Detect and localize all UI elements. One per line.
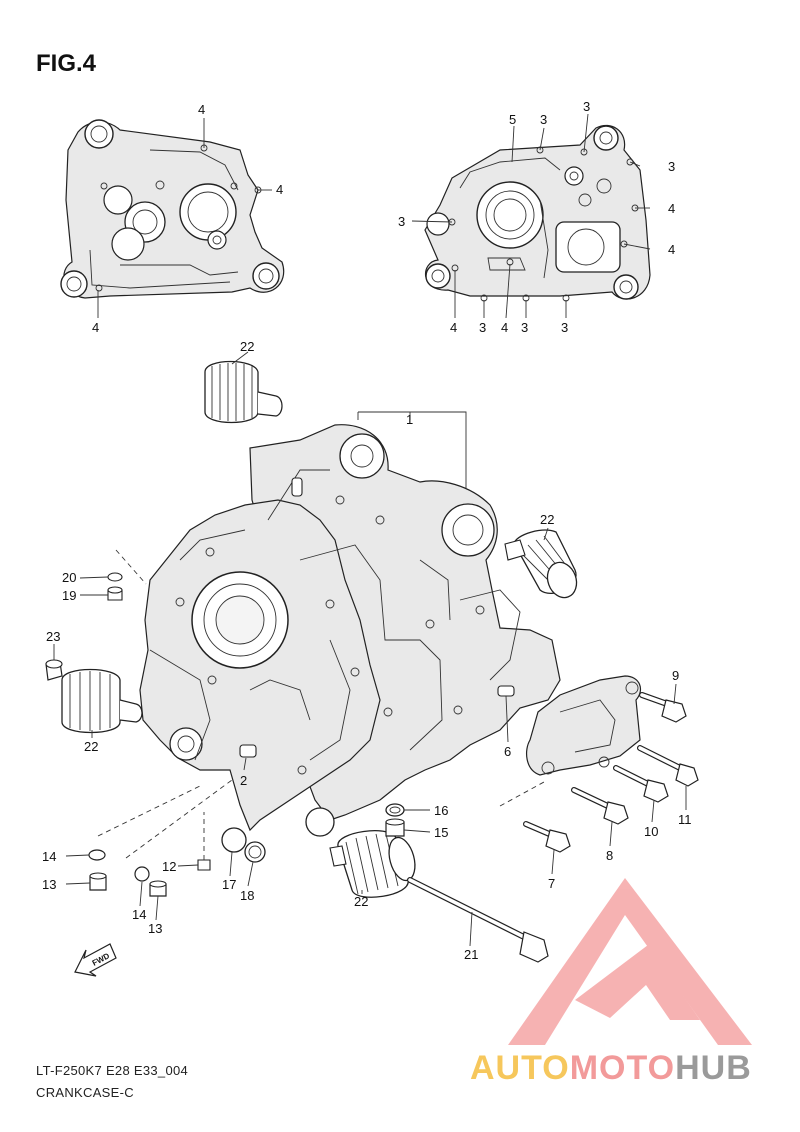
watermark-part-moto: MOTO bbox=[569, 1049, 676, 1087]
forward-direction-arrow-icon: FWD bbox=[74, 943, 117, 977]
crankcase-left-half-inner bbox=[60, 119, 285, 299]
callout-6: 6 bbox=[504, 744, 511, 759]
callout-12: 12 bbox=[162, 859, 176, 874]
bearing-bottom bbox=[329, 830, 416, 898]
callout-13-left: 13 bbox=[42, 877, 56, 892]
bolt-21-long bbox=[407, 877, 549, 963]
gasket-16 bbox=[385, 803, 405, 817]
callout-18: 18 bbox=[240, 888, 254, 903]
callout-11: 11 bbox=[678, 812, 692, 827]
bolt-10 bbox=[613, 765, 669, 803]
callout-14-right: 14 bbox=[132, 907, 146, 922]
callout-8: 8 bbox=[606, 848, 613, 863]
callout-21: 21 bbox=[464, 947, 478, 962]
callout-tr-3a: 3 bbox=[540, 112, 547, 127]
washer-14-left bbox=[88, 849, 106, 861]
callout-16: 16 bbox=[434, 803, 448, 818]
cap-17 bbox=[221, 827, 247, 853]
crankcase-assembly bbox=[139, 424, 561, 837]
callout-22-bottom: 22 bbox=[354, 894, 368, 909]
watermark-logo-mark bbox=[508, 878, 752, 1045]
figure-title: FIG.4 bbox=[36, 50, 97, 77]
bolt-9 bbox=[639, 692, 687, 723]
bolt-11 bbox=[637, 745, 699, 787]
bearing-left bbox=[61, 668, 143, 734]
bolt-13-right bbox=[149, 880, 167, 897]
callout-13-right: 13 bbox=[148, 921, 162, 936]
callout-tr-4c: 4 bbox=[450, 320, 457, 335]
callout-tr-4b: 4 bbox=[668, 242, 675, 257]
callout-22-top: 22 bbox=[240, 339, 254, 354]
bolt-7 bbox=[523, 821, 571, 853]
callout-tr-3d: 3 bbox=[398, 214, 405, 229]
watermark-logo-text: AUTOMOTOHUB bbox=[470, 1049, 752, 1088]
crankcase-right-half-inner bbox=[424, 124, 651, 302]
callout-tr-3f: 3 bbox=[521, 320, 528, 335]
callout-tr-3b: 3 bbox=[583, 99, 590, 114]
plug-23 bbox=[45, 659, 63, 681]
callout-23: 23 bbox=[46, 629, 60, 644]
pin-12 bbox=[197, 859, 211, 871]
bearing-right bbox=[504, 529, 578, 599]
callout-22-right: 22 bbox=[540, 512, 554, 527]
callout-tr-4a: 4 bbox=[668, 201, 675, 216]
bolt-8 bbox=[571, 787, 629, 825]
bolt-19 bbox=[107, 586, 123, 601]
bearing-top bbox=[204, 360, 283, 424]
leader-lines bbox=[53, 113, 687, 947]
washer-20 bbox=[107, 572, 123, 582]
callout-tl-4c: 4 bbox=[92, 320, 99, 335]
callout-22-left: 22 bbox=[84, 739, 98, 754]
crankcase-side-cover bbox=[525, 675, 642, 776]
callout-17: 17 bbox=[222, 877, 236, 892]
model-code: LT-F250K7 E28 E33_004 bbox=[36, 1063, 189, 1078]
callout-14-left: 14 bbox=[42, 849, 56, 864]
callout-1: 1 bbox=[406, 412, 413, 427]
callout-tr-4d: 4 bbox=[501, 320, 508, 335]
callout-20: 20 bbox=[62, 570, 76, 585]
washer-14-right bbox=[134, 866, 150, 882]
callout-tr-3c: 3 bbox=[668, 159, 675, 174]
callout-tr-3e: 3 bbox=[479, 320, 486, 335]
callout-10: 10 bbox=[644, 824, 658, 839]
callout-tr-3g: 3 bbox=[561, 320, 568, 335]
callout-9: 9 bbox=[672, 668, 679, 683]
callout-tl-4a: 4 bbox=[198, 102, 205, 117]
bolt-13-left bbox=[89, 872, 107, 891]
callout-2: 2 bbox=[240, 773, 247, 788]
callout-tr-5: 5 bbox=[509, 112, 516, 127]
callout-19: 19 bbox=[62, 588, 76, 603]
callout-labels: 4 4 4 5 3 3 3 3 4 4 4 3 4 3 3 22 1 22 20… bbox=[42, 99, 692, 962]
watermark-part-hub: HUB bbox=[675, 1049, 752, 1087]
oring-18 bbox=[244, 841, 266, 863]
callout-15: 15 bbox=[434, 825, 448, 840]
plug-15 bbox=[385, 818, 405, 837]
watermark-part-auto: AUTO bbox=[470, 1049, 570, 1087]
callout-7: 7 bbox=[548, 876, 555, 891]
group-name: CRANKCASE-C bbox=[36, 1085, 134, 1100]
callout-tl-4b: 4 bbox=[276, 182, 283, 197]
